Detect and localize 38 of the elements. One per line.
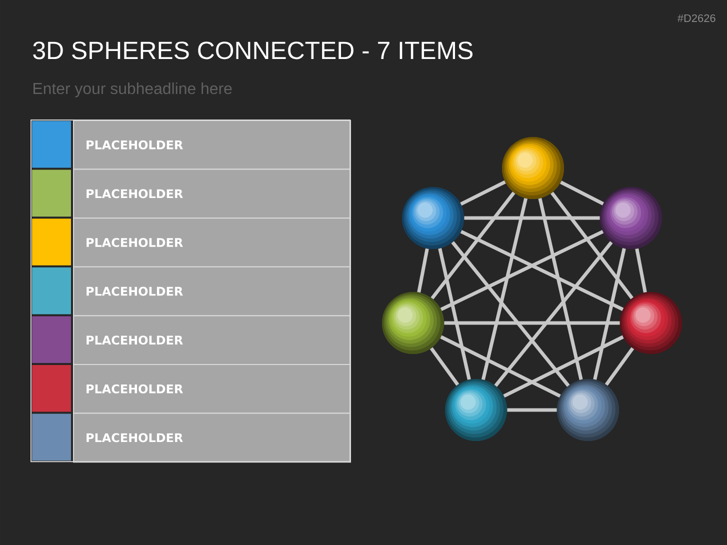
sphere (600, 187, 662, 249)
connector-rod (438, 248, 471, 380)
subheadline: Enter your subheadline here (34, 82, 232, 98)
legend-row: PLACEHOLDER (73, 218, 351, 268)
legend-row: PLACEHOLDER (73, 412, 351, 463)
connector-rod (593, 248, 626, 380)
connector-rod (464, 216, 600, 220)
connector-rod (444, 321, 620, 325)
connector-rod (451, 241, 570, 387)
id-label: #D2626 (677, 14, 716, 22)
connector-rod (440, 230, 604, 312)
legend-row: PLACEHOLDER (73, 266, 351, 316)
legend-row: PLACEHOLDER (73, 315, 351, 365)
sphere (382, 292, 444, 354)
connector-rod (538, 198, 583, 380)
legend-row: PLACEHOLDER (73, 364, 351, 414)
connector-rod (440, 335, 561, 398)
sphere (620, 292, 682, 354)
connector-rod (430, 347, 460, 386)
connector-rod (635, 248, 647, 293)
connector-rod (481, 198, 528, 380)
connector-rod (604, 347, 634, 386)
connector-rod (503, 335, 624, 398)
connector-rod (460, 180, 506, 206)
sphere (402, 187, 464, 249)
legend-row: PLACEHOLDER (73, 120, 351, 170)
title: 3D SPHERES CONNECTED - 7 ITEMS (33, 42, 472, 60)
legend-row: PLACEHOLDER (73, 168, 351, 219)
connector-rod (550, 192, 634, 300)
sphere (445, 379, 507, 441)
connector-rod (507, 408, 557, 412)
connector-rod (460, 230, 624, 312)
sphere (557, 379, 619, 441)
connector-rod (430, 192, 516, 300)
sphere (502, 137, 564, 199)
connector-rod (417, 248, 429, 293)
connector-rod (560, 180, 604, 206)
connector-rod (494, 241, 613, 387)
